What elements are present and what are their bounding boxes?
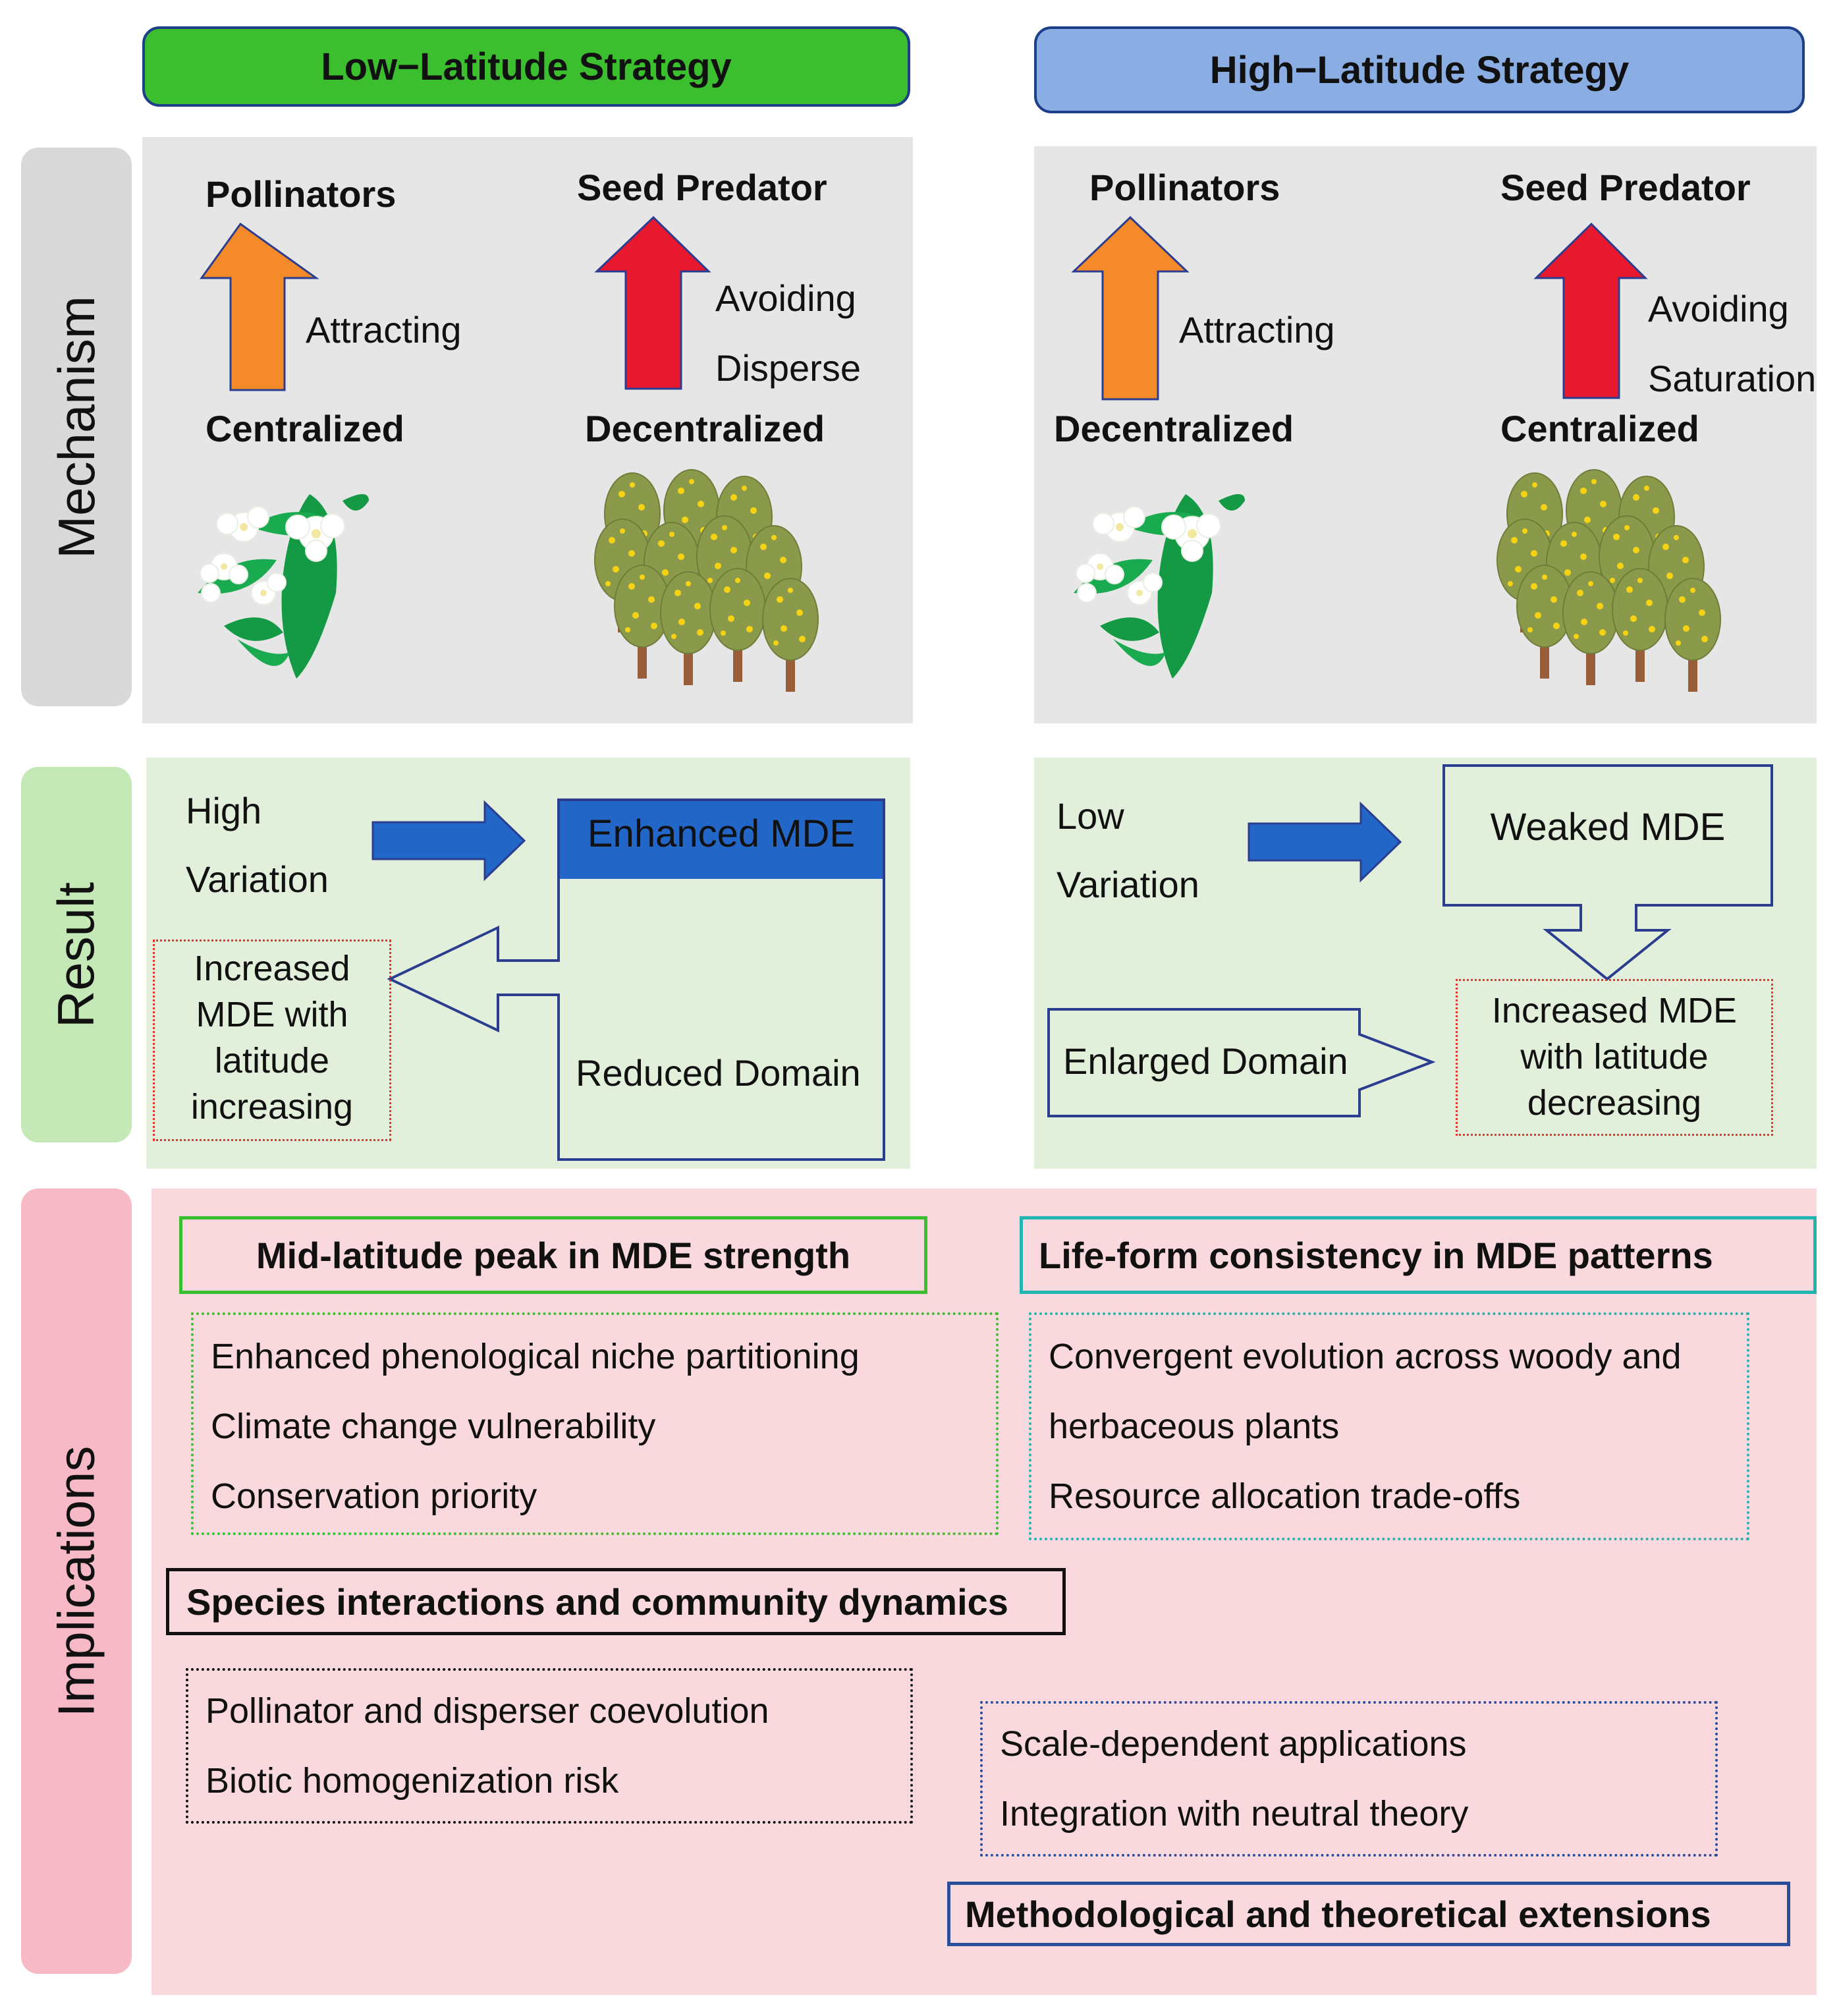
species-interactions-items: Pollinator and disperser coevolution Bio…	[186, 1668, 913, 1824]
high-seed-predator-label: Seed Predator	[1500, 167, 1751, 208]
implications-panel	[151, 1189, 1817, 1995]
mid-latitude-items: Enhanced phenological niche partitioning…	[191, 1312, 999, 1535]
methodological-item: Scale-dependent applications	[1000, 1724, 1467, 1764]
life-form-title: Life-form consistency in MDE patterns	[1020, 1216, 1817, 1294]
low-mde-domain-shape	[387, 798, 885, 1161]
low-latitude-header: Low−Latitude Strategy	[142, 26, 910, 107]
low-avoiding-label: Avoiding	[715, 277, 856, 319]
high-variation-arrow	[1248, 801, 1402, 883]
high-avoiding-label: Avoiding	[1648, 288, 1789, 329]
high-variation-line1: Low	[1057, 795, 1124, 837]
low-outcome-line: latitude	[214, 1041, 330, 1080]
life-form-item: Resource allocation trade-offs	[1049, 1476, 1521, 1516]
species-interactions-title: Species interactions and community dynam…	[166, 1568, 1066, 1635]
high-flower-illustration	[1074, 494, 1245, 679]
high-tree-cluster	[1496, 469, 1721, 692]
low-outcome-line: MDE with	[196, 995, 348, 1034]
mid-latitude-item: Climate change vulnerability	[211, 1407, 656, 1446]
life-form-item: herbaceous plants	[1049, 1407, 1340, 1446]
high-centralized-label: Centralized	[1500, 408, 1699, 449]
life-form-items: Convergent evolution across woody and he…	[1029, 1312, 1749, 1540]
low-outcome-line: Increased	[194, 949, 350, 988]
enhanced-mde-fill	[560, 801, 883, 879]
result-high-panel	[1034, 758, 1817, 1169]
low-flower-illustration	[198, 494, 369, 679]
high-pollinator-arrow	[1071, 215, 1190, 401]
high-saturation-label: Saturation	[1648, 358, 1817, 399]
mid-latitude-item: Conservation priority	[211, 1476, 537, 1516]
low-outcome-box: Increased MDE with latitude increasing	[153, 939, 391, 1141]
methodological-item: Integration with neutral theory	[1000, 1794, 1469, 1834]
high-latitude-header: High−Latitude Strategy	[1034, 26, 1805, 113]
mid-latitude-title: Mid-latitude peak in MDE strength	[179, 1216, 927, 1294]
high-predator-arrow	[1533, 222, 1648, 399]
species-item: Biotic homogenization risk	[206, 1761, 619, 1801]
low-pollinator-arrow	[200, 222, 319, 391]
low-centralized-label: Centralized	[206, 408, 404, 449]
methodological-items: Scale-dependent applications Integration…	[980, 1701, 1718, 1857]
low-decentralized-label: Decentralized	[585, 408, 825, 449]
enlarged-domain-shape	[1047, 1008, 1436, 1117]
low-variation-line1: High	[186, 790, 262, 831]
species-item: Pollinator and disperser coevolution	[206, 1691, 769, 1731]
low-predator-arrow	[594, 215, 711, 390]
high-attracting-label: Attracting	[1179, 309, 1335, 350]
low-seed-predator-label: Seed Predator	[577, 167, 827, 208]
high-weaked-mde-shape	[1442, 764, 1773, 981]
low-disperse-label: Disperse	[715, 347, 861, 389]
high-outcome-line: with latitude	[1520, 1037, 1709, 1077]
mid-latitude-item: Enhanced phenological niche partitioning	[211, 1337, 860, 1376]
low-tree-cluster	[594, 469, 819, 692]
methodological-title: Methodological and theoretical extension…	[947, 1882, 1790, 1946]
result-sidebar: Result	[21, 767, 132, 1142]
high-pollinators-label: Pollinators	[1089, 167, 1280, 208]
high-outcome-line: decreasing	[1527, 1083, 1702, 1123]
high-decentralized-label: Decentralized	[1054, 408, 1294, 449]
enhanced-mde-label: Enhanced MDE	[587, 812, 856, 855]
high-variation-line2: Variation	[1057, 864, 1199, 905]
implications-sidebar: Implications	[21, 1189, 132, 1974]
life-form-item: Convergent evolution across woody and	[1049, 1337, 1682, 1376]
high-outcome-line: Increased MDE	[1491, 991, 1738, 1030]
reduced-domain-label: Reduced Domain	[576, 1052, 861, 1094]
low-attracting-label: Attracting	[306, 309, 462, 350]
low-variation-arrow	[371, 800, 526, 882]
low-outcome-line: increasing	[190, 1087, 354, 1127]
weaked-mde-label: Weaked MDE	[1490, 806, 1726, 849]
low-pollinators-label: Pollinators	[206, 173, 397, 215]
mechanism-sidebar: Mechanism	[21, 148, 132, 706]
high-outcome-box: Increased MDE with latitude decreasing	[1456, 979, 1773, 1136]
enlarged-domain-label: Enlarged Domain	[1063, 1040, 1348, 1082]
low-variation-line2: Variation	[186, 858, 329, 900]
